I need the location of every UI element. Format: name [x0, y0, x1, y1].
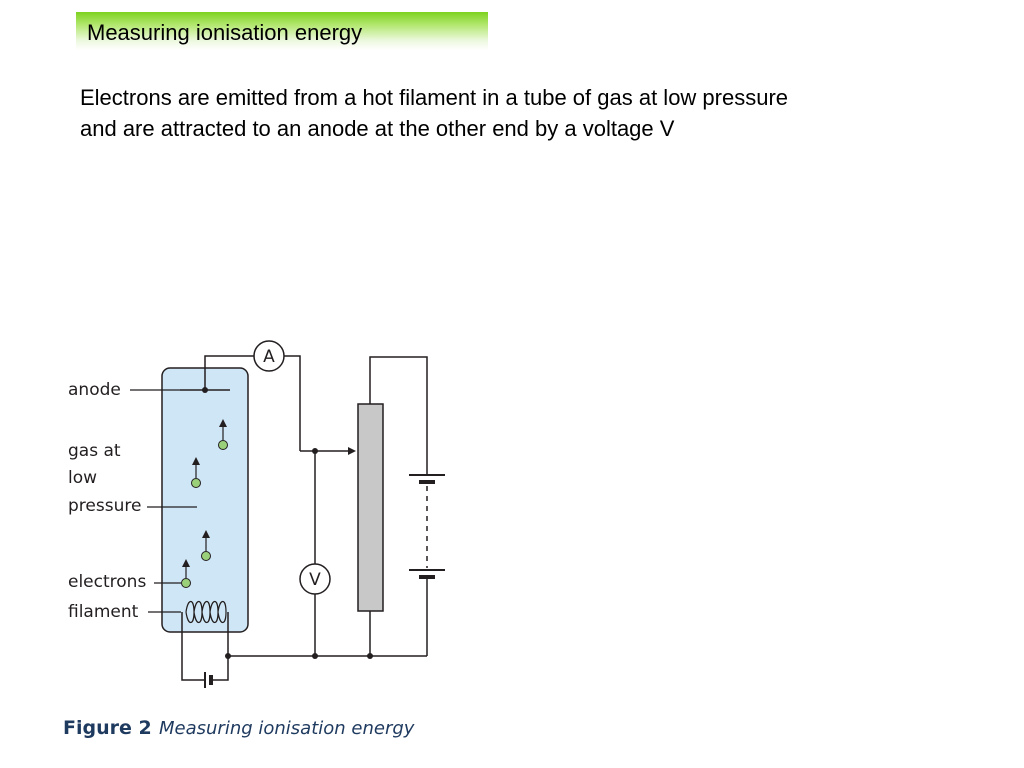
- gas-tube: [161, 367, 249, 633]
- label-anode: anode: [68, 380, 121, 400]
- voltmeter-label: V: [309, 570, 321, 590]
- figure-caption-text: Measuring ionisation energy: [159, 718, 415, 739]
- filament-lead-right: [211, 612, 229, 681]
- ionisation-apparatus-figure: A V: [55, 320, 495, 760]
- junction-bottom-voltmeter: [312, 653, 318, 659]
- ammeter-wire: [284, 355, 301, 451]
- figure-caption-number: Figure 2: [63, 717, 152, 739]
- ammeter-label: A: [263, 347, 275, 367]
- anode-wire: [204, 355, 254, 390]
- label-filament: filament: [68, 602, 139, 622]
- body-line-1: Electrons are emitted from a hot filamen…: [80, 85, 789, 110]
- junction-bottom-rheostat: [367, 653, 373, 659]
- ammeter-icon: [253, 340, 285, 372]
- slide-title-bar: Measuring ionisation energy: [76, 12, 488, 50]
- rheostat-top-wire: [369, 356, 428, 475]
- slide-title: Measuring ionisation energy: [87, 20, 363, 45]
- rheostat: [357, 403, 384, 612]
- filament-lead-left: [181, 612, 205, 681]
- electron-1: [218, 440, 228, 450]
- slide-body-text: Electrons are emitted from a hot filamen…: [80, 82, 940, 144]
- label-gas-line-1: gas at: [68, 441, 121, 461]
- electron-4: [181, 578, 191, 588]
- body-line-2: and are attracted to an anode at the oth…: [80, 116, 675, 141]
- electron-2: [191, 478, 201, 488]
- apparatus-diagram: A V: [63, 340, 445, 739]
- filament-coil: [185, 600, 227, 624]
- label-electrons: electrons: [68, 572, 146, 592]
- label-gas-line-3: pressure: [68, 496, 141, 516]
- label-gas-line-2: low: [68, 468, 97, 488]
- electron-3: [201, 551, 211, 561]
